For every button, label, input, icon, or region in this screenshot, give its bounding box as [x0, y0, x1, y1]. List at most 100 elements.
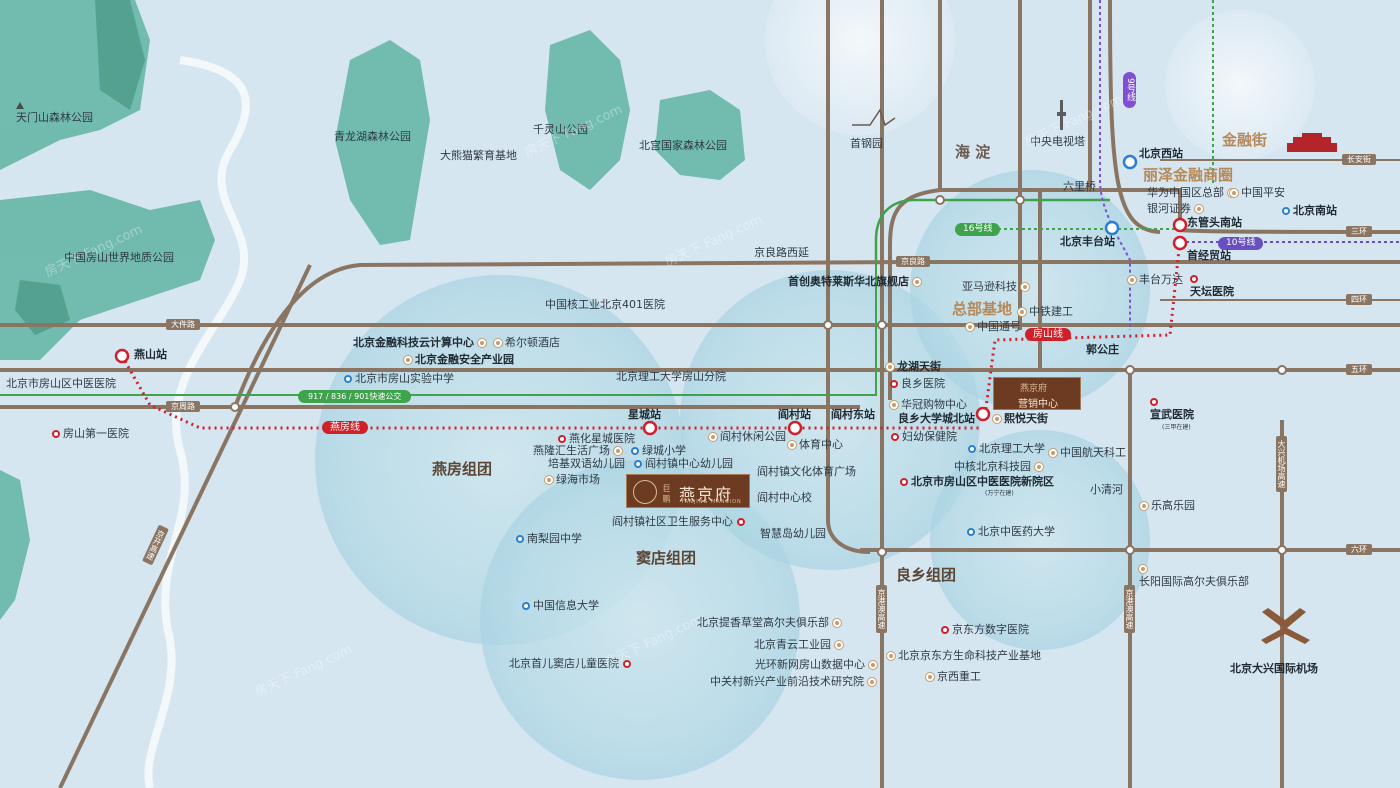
fangshan-line-tag: 房山线 [1025, 328, 1071, 341]
junctions [230, 195, 1287, 557]
poi-amazon: 亚马逊科技 [962, 280, 1032, 293]
line9-tag: 9号线 [1123, 72, 1136, 108]
station-guogongzhuang: 郭公庄 [1086, 343, 1119, 356]
project-brand: 巨 鹏 [662, 484, 671, 503]
poi-chinacomm: 中国通号 [966, 320, 1021, 333]
station-dongguantou: 东管头南站 [1187, 216, 1242, 229]
poi-beigong: 北宫国家森林公园 [639, 139, 727, 152]
poi-tianmen: 天门山森林公园 [16, 98, 93, 124]
poi-bucm: 北京中医药大学 [967, 525, 1055, 538]
bus-tag: 917 / 836 / 901快速公交 [298, 390, 412, 403]
poi-ciu: 中国信息大学 [522, 599, 599, 612]
zone-circles [315, 0, 1315, 780]
station-fengtai: 北京丰台站 [1060, 235, 1115, 248]
zone-doudian: 窦店组团 [636, 549, 697, 567]
sales-center-name: 燕京府 [1020, 384, 1048, 394]
poi-fengtai-wanda: 丰台万达 [1128, 273, 1183, 286]
poi-casic: 中国航天科工 [1049, 446, 1126, 459]
airport-icon [1261, 608, 1310, 644]
poi-pingan: 中国平安 [1230, 186, 1285, 199]
poi-shouchuang: 首创奥特莱斯华北旗舰店 [788, 275, 924, 288]
poi-lxhosp: 良乡医院 [890, 377, 945, 390]
poi-shougang: 首钢园 [850, 137, 883, 150]
road-jingzhou: 京周路 [166, 401, 200, 412]
poi-finsec: 北京金融安全产业园 [404, 353, 514, 366]
zone-jinrongjie: 金融街 [1222, 131, 1268, 149]
zone-lize: 丽泽金融商圈 [1143, 166, 1234, 184]
project-yanjing-mansion[interactable]: 巨 鹏 燕京府 YANJING MANSION [626, 474, 750, 508]
poi-yancun-kg: 阎村镇中心幼儿园 [634, 457, 733, 470]
zone-yanfang: 燕房组团 [432, 460, 493, 478]
poi-longhu: 龙湖天街 [886, 360, 941, 373]
poi-shouer: 北京首儿窦店儿童医院 [509, 657, 634, 670]
road-ring4: 四环 [1346, 294, 1372, 305]
road-jinghu: 京港澳高速 [1124, 585, 1135, 633]
poi-fangshan-geo: 中国房山世界地质公园 [64, 251, 174, 264]
road-jinggang-ao: 京港澳高速 [876, 585, 887, 633]
metro-lines [120, 239, 1182, 430]
poi-yanlong: 燕隆汇生活广场 [533, 444, 625, 457]
poi-yancun-health: 阎村镇社区卫生服务中心 [612, 515, 748, 528]
poi-yancun-park: 阎村休闲公园 [709, 430, 786, 443]
poi-zhihui: 智慧岛幼儿园 [760, 527, 826, 540]
poi-qingyun: 北京青云工业园 [754, 638, 846, 651]
road-dajian: 大件路 [166, 319, 200, 330]
poi-fstcm: 北京市房山区中医医院 [6, 377, 116, 390]
poi-xiaoqinghe: 小清河 [1090, 483, 1123, 496]
poi-xuanwu-sub: (三甲在建) [1162, 424, 1191, 431]
poi-lvhai: 绿海市场 [545, 473, 600, 486]
project-name: 燕京府 [679, 485, 734, 504]
line10-tag: 10号线 [1218, 237, 1264, 250]
road-changan: 长安街 [1342, 154, 1376, 165]
forest-dark [15, 0, 145, 335]
tv-tower-icon [1057, 100, 1066, 130]
road-daxing-airport-exp: 大兴机场高速 [1276, 436, 1287, 492]
poi-huaguan: 华冠购物中心 [890, 398, 967, 411]
bus-line [0, 262, 877, 396]
label-liuliqiao: 六里桥 [1063, 180, 1096, 193]
river [144, 56, 250, 788]
poi-xingcheng-hosp: 燕化星城医院 [558, 432, 635, 445]
sales-center-label: 营销中心 [1018, 399, 1058, 410]
station-xingcheng: 星城站 [628, 408, 661, 421]
poi-huawei: 华为中国区总部 [1147, 186, 1239, 199]
poi-hilton: 希尔顿酒店 [494, 336, 560, 349]
road-ring6: 六环 [1346, 544, 1372, 555]
poi-cctv: 中央电视塔 [1030, 135, 1085, 148]
poi-fuyou: 妇幼保健院 [891, 430, 957, 443]
tiananmen-icon [1287, 133, 1337, 152]
poi-guanghuan: 光环新网房山数据中心 [755, 658, 880, 671]
road-ring5: 五环 [1346, 364, 1372, 375]
project-sub: YANJING MANSION [681, 499, 742, 505]
road-ring3: 三环 [1346, 226, 1372, 237]
line16-path [874, 198, 1110, 262]
zone-liangxiang: 良乡组团 [896, 566, 957, 584]
project-logo-icon [633, 480, 657, 504]
station-shoujingmao: 首经贸站 [1187, 249, 1231, 262]
poi-cnnc: 中核北京科技园 [954, 460, 1046, 473]
station-dots [114, 154, 1188, 436]
poi-sports: 体育中心 [788, 438, 843, 451]
road-jingliang-west: 京良路西延 [754, 246, 809, 259]
poi-qianling: 千灵山公园 [533, 123, 588, 136]
poi-xiyue: 熙悦天街 [993, 412, 1048, 425]
poi-yancun-sq: 阎村镇文化体育广场 [757, 465, 856, 478]
poi-qinglong: 青龙湖森林公园 [334, 130, 411, 143]
zone-zongbu: 总部基地 [952, 300, 1013, 318]
line16-tag: 16号线 [955, 223, 1001, 236]
poi-bit: 北京理工大学 [968, 442, 1045, 455]
poi-yancun-mid: 阎村中心校 [757, 491, 812, 504]
zone-haidian: 海 淀 [955, 143, 991, 161]
poi-crcc: 中铁建工 [1018, 305, 1073, 318]
poi-h401: 中国核工业北京401医院 [545, 298, 665, 311]
poi-dongfang-digital: 京东方数字医院 [941, 623, 1029, 636]
poi-xuanwu: 宣武医院 [1150, 395, 1194, 421]
poi-yinhe: 银河证券 [1147, 202, 1206, 215]
poi-changyang-golf: 长阳国际高尔夫俱乐部 [1139, 562, 1249, 588]
sales-center[interactable]: 燕京府 营销中心 [993, 377, 1081, 410]
station-beijing-west: 北京西站 [1139, 147, 1183, 160]
poi-lvcheng: 绿城小学 [631, 444, 686, 457]
poi-fstcm-new-sub: (万宁在建) [985, 490, 1014, 497]
